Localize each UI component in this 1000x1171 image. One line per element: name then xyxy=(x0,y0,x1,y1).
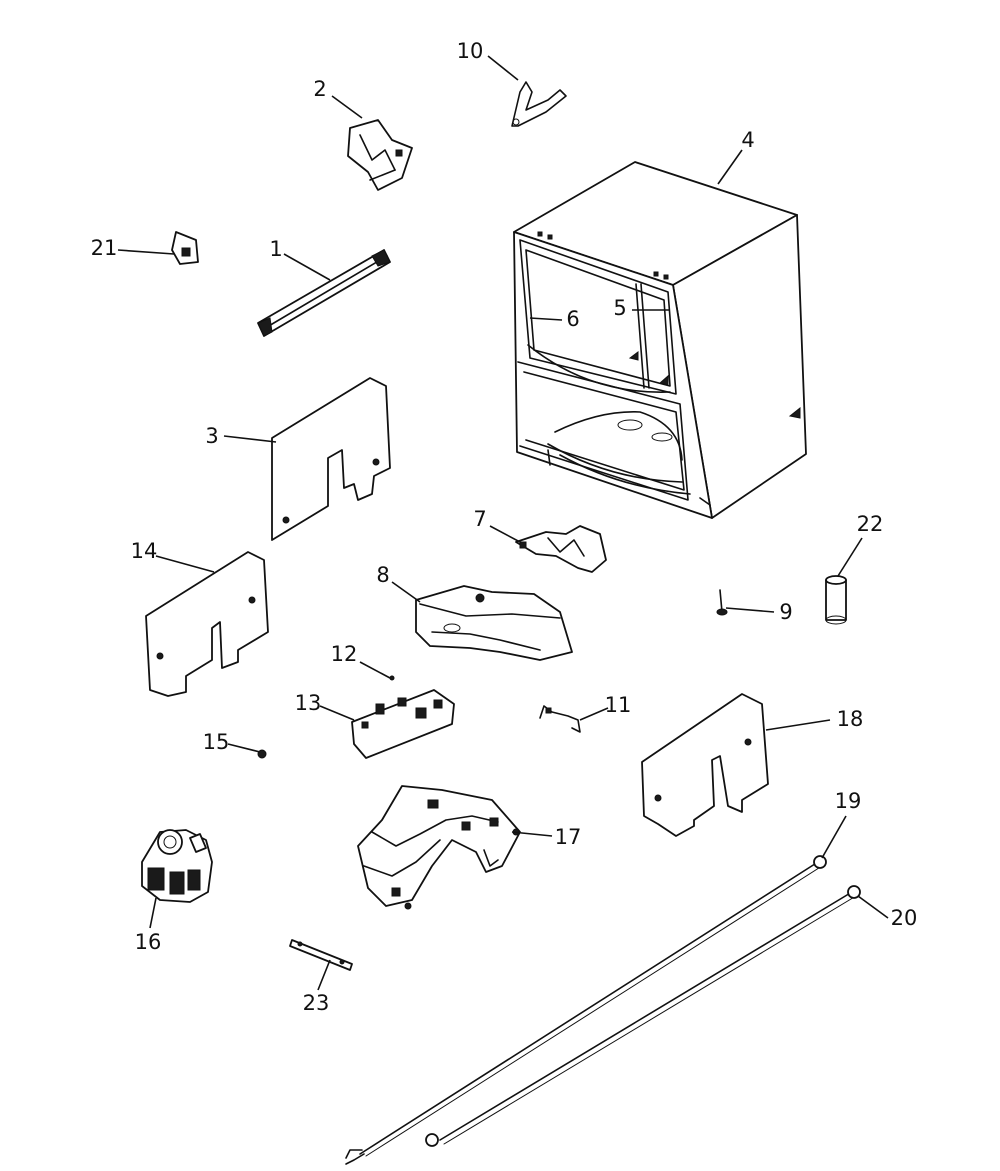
part-8-housing xyxy=(415,585,573,661)
callout-15: 15 xyxy=(203,730,230,754)
callout-9: 9 xyxy=(779,600,792,624)
part-18-panel xyxy=(641,693,769,837)
leader-4 xyxy=(717,149,743,185)
callout-1: 1 xyxy=(269,237,282,261)
callout-21: 21 xyxy=(91,236,118,260)
callout-6: 6 xyxy=(566,307,579,331)
part-4-cabinet xyxy=(513,161,807,519)
part-14-panel xyxy=(145,551,269,697)
part-23-strip xyxy=(289,939,353,971)
callout-14: 14 xyxy=(131,539,158,563)
leader-lines xyxy=(117,55,889,991)
leader-2 xyxy=(331,95,363,119)
part-7-bracket xyxy=(515,525,607,573)
part-10-bracket xyxy=(511,81,567,127)
callout-11: 11 xyxy=(605,693,632,717)
callout-12: 12 xyxy=(331,642,358,666)
leader-9 xyxy=(725,607,775,613)
leader-23 xyxy=(317,959,331,991)
callout-13: 13 xyxy=(295,691,322,715)
leader-1 xyxy=(283,253,331,281)
leader-22 xyxy=(837,537,863,577)
callout-labels: 1 2 3 4 5 6 7 8 9 10 11 12 13 14 15 16 1… xyxy=(91,39,918,1015)
callout-23: 23 xyxy=(303,991,330,1015)
leader-15 xyxy=(227,743,261,753)
callout-3: 3 xyxy=(205,424,218,448)
leader-11 xyxy=(579,707,609,721)
leader-10 xyxy=(487,55,519,81)
callout-19: 19 xyxy=(835,789,862,813)
leader-16 xyxy=(149,897,157,929)
part-2-bracket xyxy=(347,119,413,191)
leader-13 xyxy=(319,705,355,721)
callout-5: 5 xyxy=(613,296,626,320)
leader-17 xyxy=(511,831,553,837)
callout-20: 20 xyxy=(891,906,918,930)
callout-2: 2 xyxy=(313,77,326,101)
leader-8 xyxy=(391,581,421,603)
callout-16: 16 xyxy=(135,930,162,954)
leader-14 xyxy=(155,555,215,573)
leader-19 xyxy=(821,815,847,859)
part-13-board xyxy=(351,689,455,759)
part-21-clip xyxy=(171,231,199,265)
callout-17: 17 xyxy=(555,825,582,849)
callout-4: 4 xyxy=(741,128,754,152)
part-9-screw xyxy=(716,589,728,616)
part-20-cable xyxy=(425,885,861,1147)
part-12-pin xyxy=(389,675,395,681)
callout-10: 10 xyxy=(457,39,484,63)
part-16-valve xyxy=(141,829,213,903)
callout-18: 18 xyxy=(837,707,864,731)
leader-20 xyxy=(857,895,889,919)
leader-18 xyxy=(765,719,831,731)
leader-21 xyxy=(117,249,175,255)
part-1-rail xyxy=(257,249,391,337)
callout-7: 7 xyxy=(473,507,486,531)
part-3-panel xyxy=(271,377,391,541)
part-22-cylinder xyxy=(825,575,847,625)
part-19-cable xyxy=(345,855,827,1165)
leader-6 xyxy=(529,317,563,321)
leader-3 xyxy=(223,435,277,443)
leader-7 xyxy=(489,525,521,543)
leader-12 xyxy=(359,661,391,679)
part-11-clip xyxy=(539,705,581,733)
callout-8: 8 xyxy=(376,563,389,587)
part-17-harness xyxy=(357,785,521,910)
callout-22: 22 xyxy=(857,512,884,536)
